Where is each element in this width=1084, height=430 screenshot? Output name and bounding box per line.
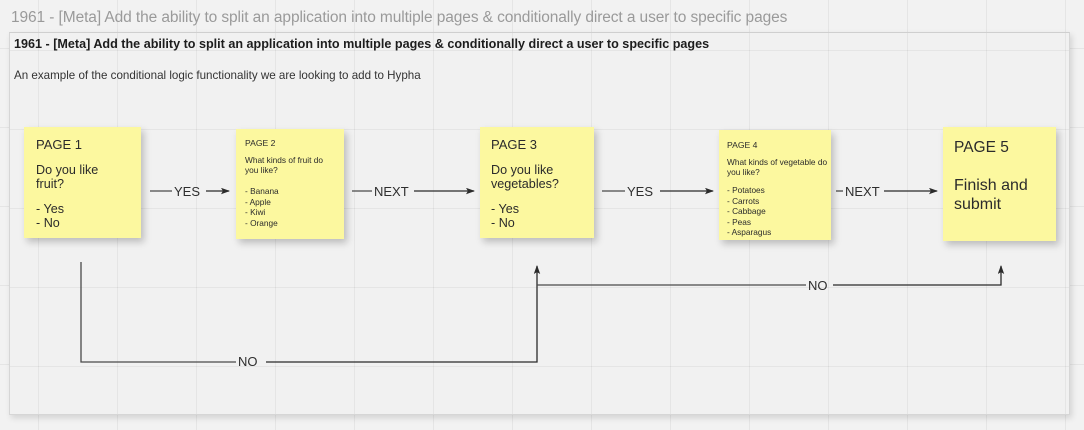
canvas-subheading: An example of the conditional logic func… [14,69,421,82]
sticky-body-page2: What kinds of fruit do you like? [245,155,323,175]
sticky-note-page5[interactable]: PAGE 5 Finish and submit [943,127,1056,241]
sticky-title-page4: PAGE 4 [727,140,758,150]
sticky-list-page1: - Yes - No [36,202,65,231]
sticky-title-page2: PAGE 2 [245,138,276,148]
sticky-note-page1[interactable]: PAGE 1 Do you like fruit? - Yes - No [24,127,141,238]
page-title: 1961 - [Meta] Add the ability to split a… [11,9,788,26]
sticky-note-page4[interactable]: PAGE 4 What kinds of vegetable do you li… [719,130,831,240]
sticky-title-page3: PAGE 3 [491,137,538,152]
sticky-list-page3: - Yes - No [491,202,520,231]
sticky-body-page1: Do you like fruit? [36,163,99,192]
sticky-list-page4: - Potatoes - Carrots - Cabbage - Peas - … [727,185,772,238]
sticky-note-page2[interactable]: PAGE 2 What kinds of fruit do you like? … [236,129,344,239]
sticky-body-page5: Finish and submit [954,177,1028,214]
sticky-title-page1: PAGE 1 [36,137,83,152]
sticky-body-page3: Do you like vegetables? [491,163,559,192]
sticky-body-page4: What kinds of vegetable do you like? [727,157,828,177]
sticky-list-page2: - Banana - Apple - Kiwi - Orange [245,186,279,228]
canvas-heading: 1961 - [Meta] Add the ability to split a… [14,37,710,51]
sticky-title-page5: PAGE 5 [954,139,1009,156]
sticky-note-page3[interactable]: PAGE 3 Do you like vegetables? - Yes - N… [480,127,594,238]
